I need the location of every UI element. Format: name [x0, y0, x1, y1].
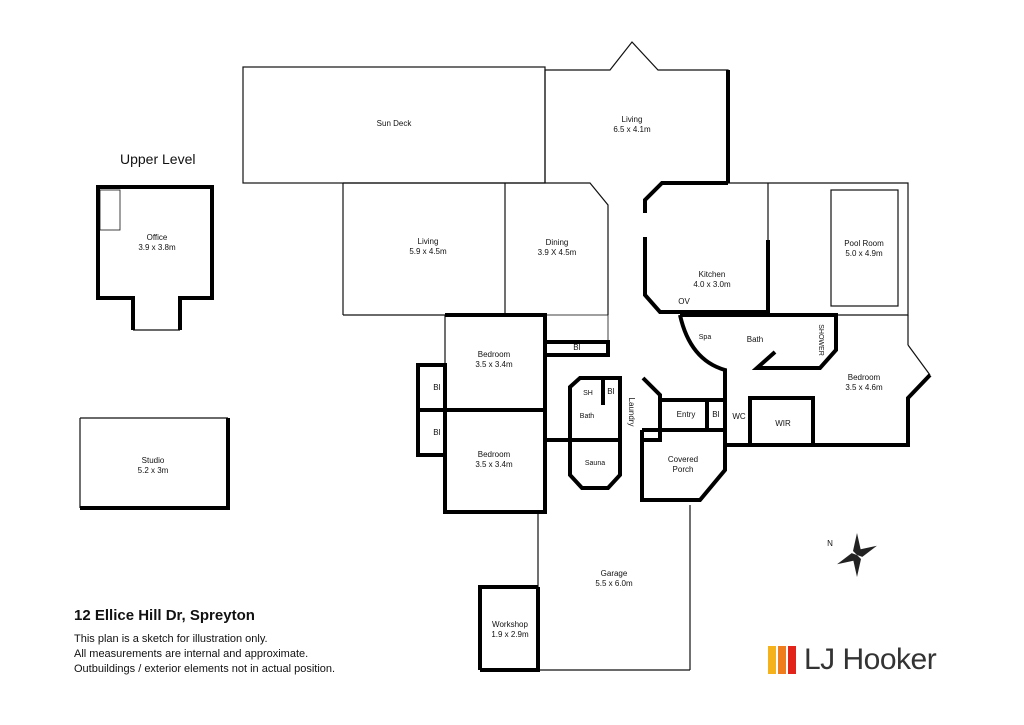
note-line: Outbuildings / exterior elements not in …: [74, 663, 336, 675]
thick-walls: [80, 70, 932, 672]
compass: [837, 533, 877, 577]
oven-label: OV: [678, 297, 690, 306]
disclaimer-notes: This plan is a sketch for illustration o…: [74, 632, 335, 677]
bi-bedroom-1: BI: [433, 383, 441, 392]
note-line: All measurements are internal and approx…: [74, 648, 309, 660]
shower-label: SHOWER: [817, 324, 824, 356]
room-sun-deck: Sun Deck: [376, 119, 412, 128]
bi-hall: BI: [573, 343, 581, 352]
room-sauna: Sauna: [584, 460, 606, 467]
logo-bars-icon: [768, 646, 796, 674]
compass-north-label: N: [827, 539, 833, 548]
property-address: 12 Ellice Hill Dr, Spreyton: [74, 607, 255, 624]
room-wc: WC: [732, 412, 746, 421]
room-bath-main: Bath: [746, 335, 764, 344]
room-bath-small: Bath: [579, 413, 595, 420]
pool-table: [830, 189, 899, 307]
room-wir: WIR: [775, 419, 791, 428]
bi-entry: BI: [712, 410, 720, 419]
room-laundry: Laundry: [627, 397, 636, 427]
note-line: This plan is a sketch for illustration o…: [74, 633, 268, 645]
spa-label: Spa: [698, 334, 712, 341]
logo-text: LJ Hooker: [804, 643, 937, 676]
bi-bedroom-2: BI: [433, 428, 441, 437]
room-sh: SH: [583, 390, 593, 397]
upper-level-label: Upper Level: [120, 151, 196, 167]
bi-small: BI: [607, 387, 615, 396]
room-entry: Entry: [676, 410, 696, 419]
lj-hooker-logo: LJ Hooker: [768, 643, 937, 677]
